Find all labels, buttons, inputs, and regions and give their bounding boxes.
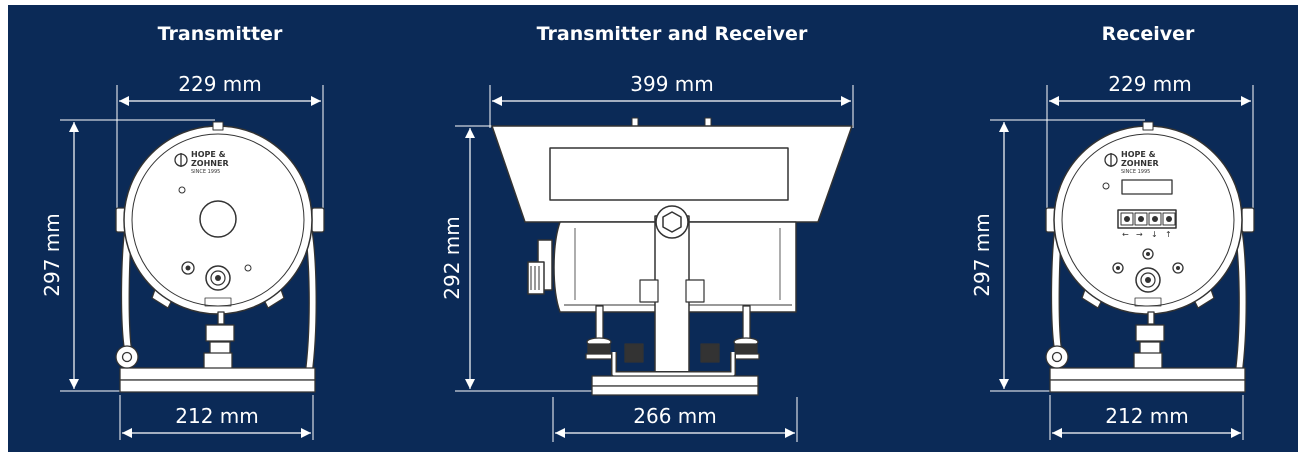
combined-extension-lines [455,85,854,442]
transmitter-logo: HOPE & ZOHNER SINCE 1995 [174,150,229,175]
receiver-display [1121,179,1173,195]
transmitter-title: Transmitter [157,23,283,45]
receiver-height-label: 297 mm [970,213,994,297]
combined-post [639,205,705,377]
receiver-logo-line1: HOPE & [1121,150,1156,159]
transmitter-logo-line3: SINCE 1995 [191,169,220,175]
combined-height-label: 292 mm [440,216,464,300]
transmitter-logo-line2: ZOHNER [191,159,229,168]
transmitter-housing [123,121,313,315]
receiver-stand [1045,311,1246,393]
receiver-keypad-arrows: ← → ↓ ↑ [1122,230,1172,239]
receiver-logo: HOPE & ZOHNER SINCE 1995 [1104,150,1159,175]
receiver-title: Receiver [1101,23,1195,45]
combined-hood [491,117,853,223]
transmitter-extension-lines [60,85,324,440]
combined-base [585,305,760,396]
arrow-left-icon: ← [1122,230,1129,239]
combined-top-width-label: 399 mm [630,72,714,96]
arrow-down-icon: ↓ [1151,230,1158,239]
transmitter-view: HOPE & ZOHNER SINCE 1995 [60,85,325,440]
transmitter-height-label: 297 mm [40,213,64,297]
transmitter-top-width-label: 229 mm [178,72,262,96]
combined-view [455,85,854,442]
combined-title: Transmitter and Receiver [536,23,808,45]
arrow-up-icon: ↑ [1165,230,1172,239]
receiver-base-width-label: 212 mm [1105,404,1189,428]
transmitter-base-width-label: 212 mm [175,404,259,428]
receiver-housing: ← → ↓ ↑ [1053,121,1243,315]
receiver-logo-line3: SINCE 1995 [1121,169,1150,175]
receiver-extension-lines [990,85,1254,440]
transmitter-stand [115,311,316,393]
receiver-view: ← → ↓ ↑ HOPE & ZOHNER [990,85,1255,440]
arrow-right-icon: → [1136,230,1143,239]
transmitter-logo-line1: HOPE & [191,150,226,159]
receiver-logo-line2: ZOHNER [1121,159,1159,168]
receiver-top-width-label: 229 mm [1108,72,1192,96]
combined-base-width-label: 266 mm [633,404,717,428]
